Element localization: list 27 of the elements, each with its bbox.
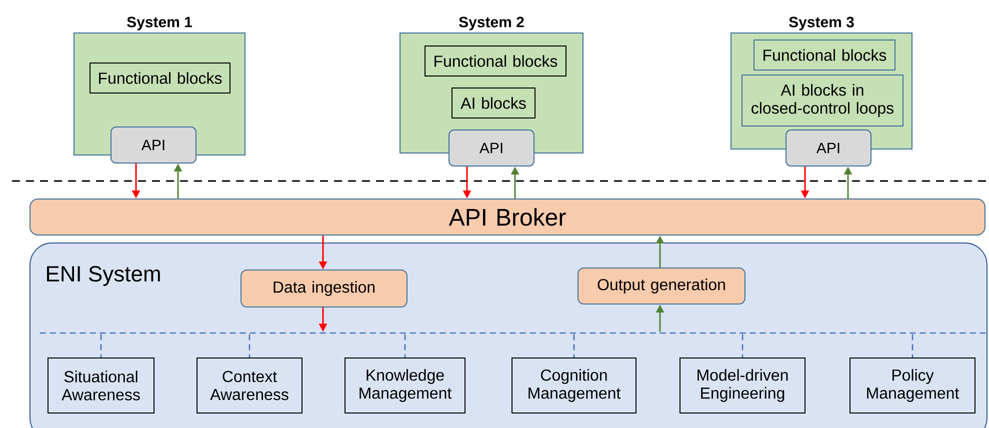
connector-line xyxy=(404,334,406,358)
module-box: Knowledge Management xyxy=(344,358,466,414)
process-box: Data ingestion xyxy=(240,270,408,308)
api-box: API xyxy=(448,130,534,166)
node-label: System 3 xyxy=(789,16,854,30)
block-box: AI blocks in closed-control loops xyxy=(742,74,904,126)
block-box: AI blocks xyxy=(452,88,536,118)
connector-line xyxy=(912,334,914,358)
module-box: Situational Awareness xyxy=(48,358,154,414)
connector-line xyxy=(100,334,102,358)
api-box: API xyxy=(110,126,196,164)
connector-line xyxy=(573,334,575,358)
connector-line xyxy=(742,334,744,358)
node-label: System 1 xyxy=(127,16,192,30)
block-box: Functional blocks xyxy=(754,40,896,70)
connector-line xyxy=(248,334,250,358)
process-box: Output generation xyxy=(578,268,746,304)
api-box: API xyxy=(786,130,872,166)
module-box: Context Awareness xyxy=(196,358,302,414)
module-box: Policy Management xyxy=(850,358,976,414)
module-box: Cognition Management xyxy=(512,358,636,414)
node-label: System 2 xyxy=(459,16,524,30)
block-box: Functional blocks xyxy=(90,62,230,94)
module-box: Model-driven Engineering xyxy=(680,358,806,414)
bus-line xyxy=(40,332,989,334)
broker-bar: API Broker xyxy=(30,198,986,236)
block-box: Functional blocks xyxy=(424,46,566,76)
